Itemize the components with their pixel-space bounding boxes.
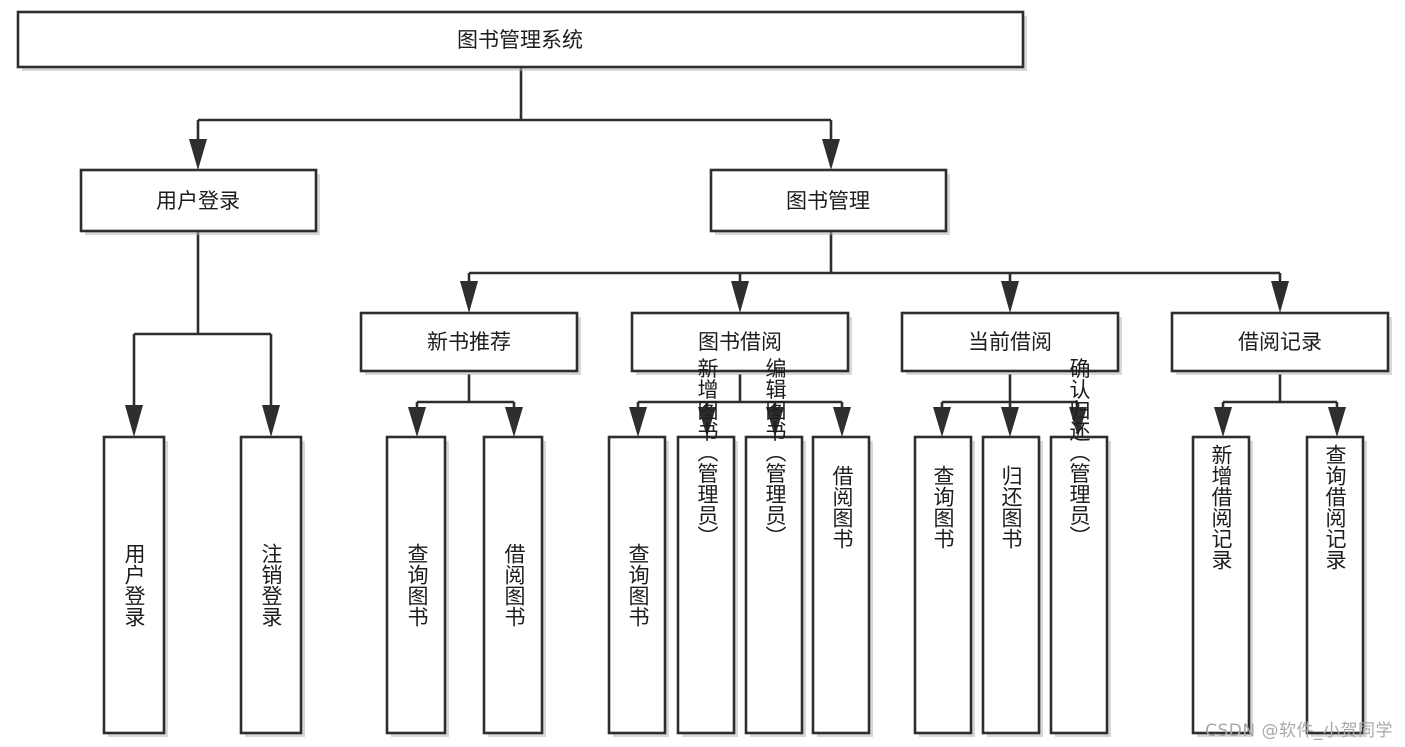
leaf-borrow-book-1[interactable]: 借阅图书: [482, 435, 546, 737]
leaf-confirm-return[interactable]: 确认归还（管理员）: [1049, 358, 1111, 738]
leaf-add-book[interactable]: 新增图书（管理员）: [676, 358, 738, 738]
node-new-book-recommend-label: 新书推荐: [427, 330, 511, 354]
edge-layer: [125, 68, 1346, 437]
arrow-to-leaf-edit-book: [766, 407, 784, 437]
leaf-query-book-1-label: 查询图书: [405, 543, 429, 627]
arrow-to-leaf-confirm-return: [1069, 407, 1087, 437]
node-user-login[interactable]: 用户登录: [79, 168, 320, 235]
leaf-borrow-book-1-label: 借阅图书: [502, 543, 526, 627]
leaf-borrow-book-2-label: 借阅图书: [830, 465, 854, 549]
arrow-to-borrow-record: [1271, 281, 1289, 313]
arrow-to-user-login: [189, 139, 207, 170]
node-book-manage[interactable]: 图书管理: [709, 168, 950, 235]
leaf-edit-book[interactable]: 编辑图书（管理员）: [744, 358, 806, 738]
arrow-to-leaf-borrow-book-2: [833, 407, 851, 437]
leaf-query-record-label: 查询借阅记录: [1323, 444, 1347, 570]
leaf-borrow-book-2[interactable]: 借阅图书: [811, 435, 873, 737]
leaf-add-book-label: 新增图书（管理员）: [695, 358, 719, 547]
arrow-to-new-book-recommend: [460, 281, 478, 313]
node-book-manage-box[interactable]: [709, 168, 948, 233]
leaf-borrow-book-1-box[interactable]: [482, 435, 544, 735]
node-current-borrow[interactable]: 当前借阅: [900, 311, 1122, 375]
node-book-borrow-label: 图书借阅: [698, 330, 782, 354]
node-borrow-record-box[interactable]: [1170, 311, 1390, 373]
node-new-book-recommend-box[interactable]: [359, 311, 579, 373]
leaf-query-book-3-label: 查询图书: [931, 465, 955, 549]
node-current-borrow-box[interactable]: [900, 311, 1120, 373]
arrow-to-leaf-logout-login: [262, 405, 280, 437]
node-root-box[interactable]: [16, 10, 1025, 69]
node-user-login-label: 用户登录: [156, 189, 240, 213]
leaf-confirm-return-box[interactable]: [1049, 435, 1109, 735]
leaf-logout-login[interactable]: 注销登录: [239, 435, 305, 737]
leaf-confirm-return-label: 确认归还（管理员）: [1067, 358, 1091, 547]
leaf-borrow-book-2-box[interactable]: [811, 435, 871, 735]
leaf-query-book-1[interactable]: 查询图书: [385, 435, 449, 737]
leaf-add-record-box[interactable]: [1191, 435, 1251, 735]
leaf-user-login[interactable]: 用户登录: [102, 435, 168, 737]
arrow-to-leaf-query-record: [1328, 407, 1346, 437]
arrow-to-book-manage: [822, 139, 840, 170]
leaf-user-login-box[interactable]: [102, 435, 166, 735]
node-current-borrow-label: 当前借阅: [968, 330, 1052, 354]
arrow-to-leaf-query-book-1: [408, 407, 426, 437]
node-book-borrow-box[interactable]: [630, 311, 850, 373]
arrow-to-leaf-add-book: [698, 407, 716, 437]
leaf-return-book[interactable]: 归还图书: [981, 435, 1043, 737]
leaf-query-record[interactable]: 查询借阅记录: [1305, 435, 1367, 737]
arrow-to-leaf-query-book-3: [933, 407, 951, 437]
leaf-query-book-2-box[interactable]: [607, 435, 667, 735]
node-root-label: 图书管理系统: [457, 28, 583, 52]
leaf-query-book-3-box[interactable]: [913, 435, 973, 735]
leaf-edit-book-label: 编辑图书（管理员）: [763, 358, 787, 547]
leaf-user-login-label: 用户登录: [122, 543, 146, 627]
node-borrow-record[interactable]: 借阅记录: [1170, 311, 1392, 375]
arrow-to-leaf-query-book-2: [629, 407, 647, 437]
arrow-to-leaf-user-login: [125, 405, 143, 437]
leaf-query-book-1-box[interactable]: [385, 435, 447, 735]
leaf-logout-login-label: 注销登录: [259, 543, 283, 627]
leaf-query-record-box[interactable]: [1305, 435, 1365, 735]
arrow-to-leaf-add-record: [1214, 407, 1232, 437]
leaf-query-book-2[interactable]: 查询图书: [607, 435, 669, 737]
leaf-return-book-box[interactable]: [981, 435, 1041, 735]
node-borrow-record-label: 借阅记录: [1238, 330, 1322, 354]
arrow-to-leaf-borrow-book-1: [505, 407, 523, 437]
node-book-manage-label: 图书管理: [786, 189, 870, 213]
node-root[interactable]: 图书管理系统: [16, 10, 1027, 71]
leaf-query-book-3[interactable]: 查询图书: [913, 435, 975, 737]
arrow-to-current-borrow: [1001, 281, 1019, 313]
leaf-add-book-box[interactable]: [676, 435, 736, 735]
leaf-return-book-label: 归还图书: [999, 465, 1023, 549]
leaf-add-record-label: 新增借阅记录: [1209, 444, 1233, 570]
leaf-query-book-2-label: 查询图书: [626, 543, 650, 627]
arrow-to-leaf-return-book: [1001, 407, 1019, 437]
node-user-login-box[interactable]: [79, 168, 318, 233]
leaf-edit-book-box[interactable]: [744, 435, 804, 735]
node-book-borrow[interactable]: 图书借阅: [630, 311, 852, 375]
arrow-to-book-borrow: [731, 281, 749, 313]
leaf-logout-login-box[interactable]: [239, 435, 303, 735]
leaf-add-record[interactable]: 新增借阅记录: [1191, 435, 1253, 737]
node-new-book-recommend[interactable]: 新书推荐: [359, 311, 581, 375]
